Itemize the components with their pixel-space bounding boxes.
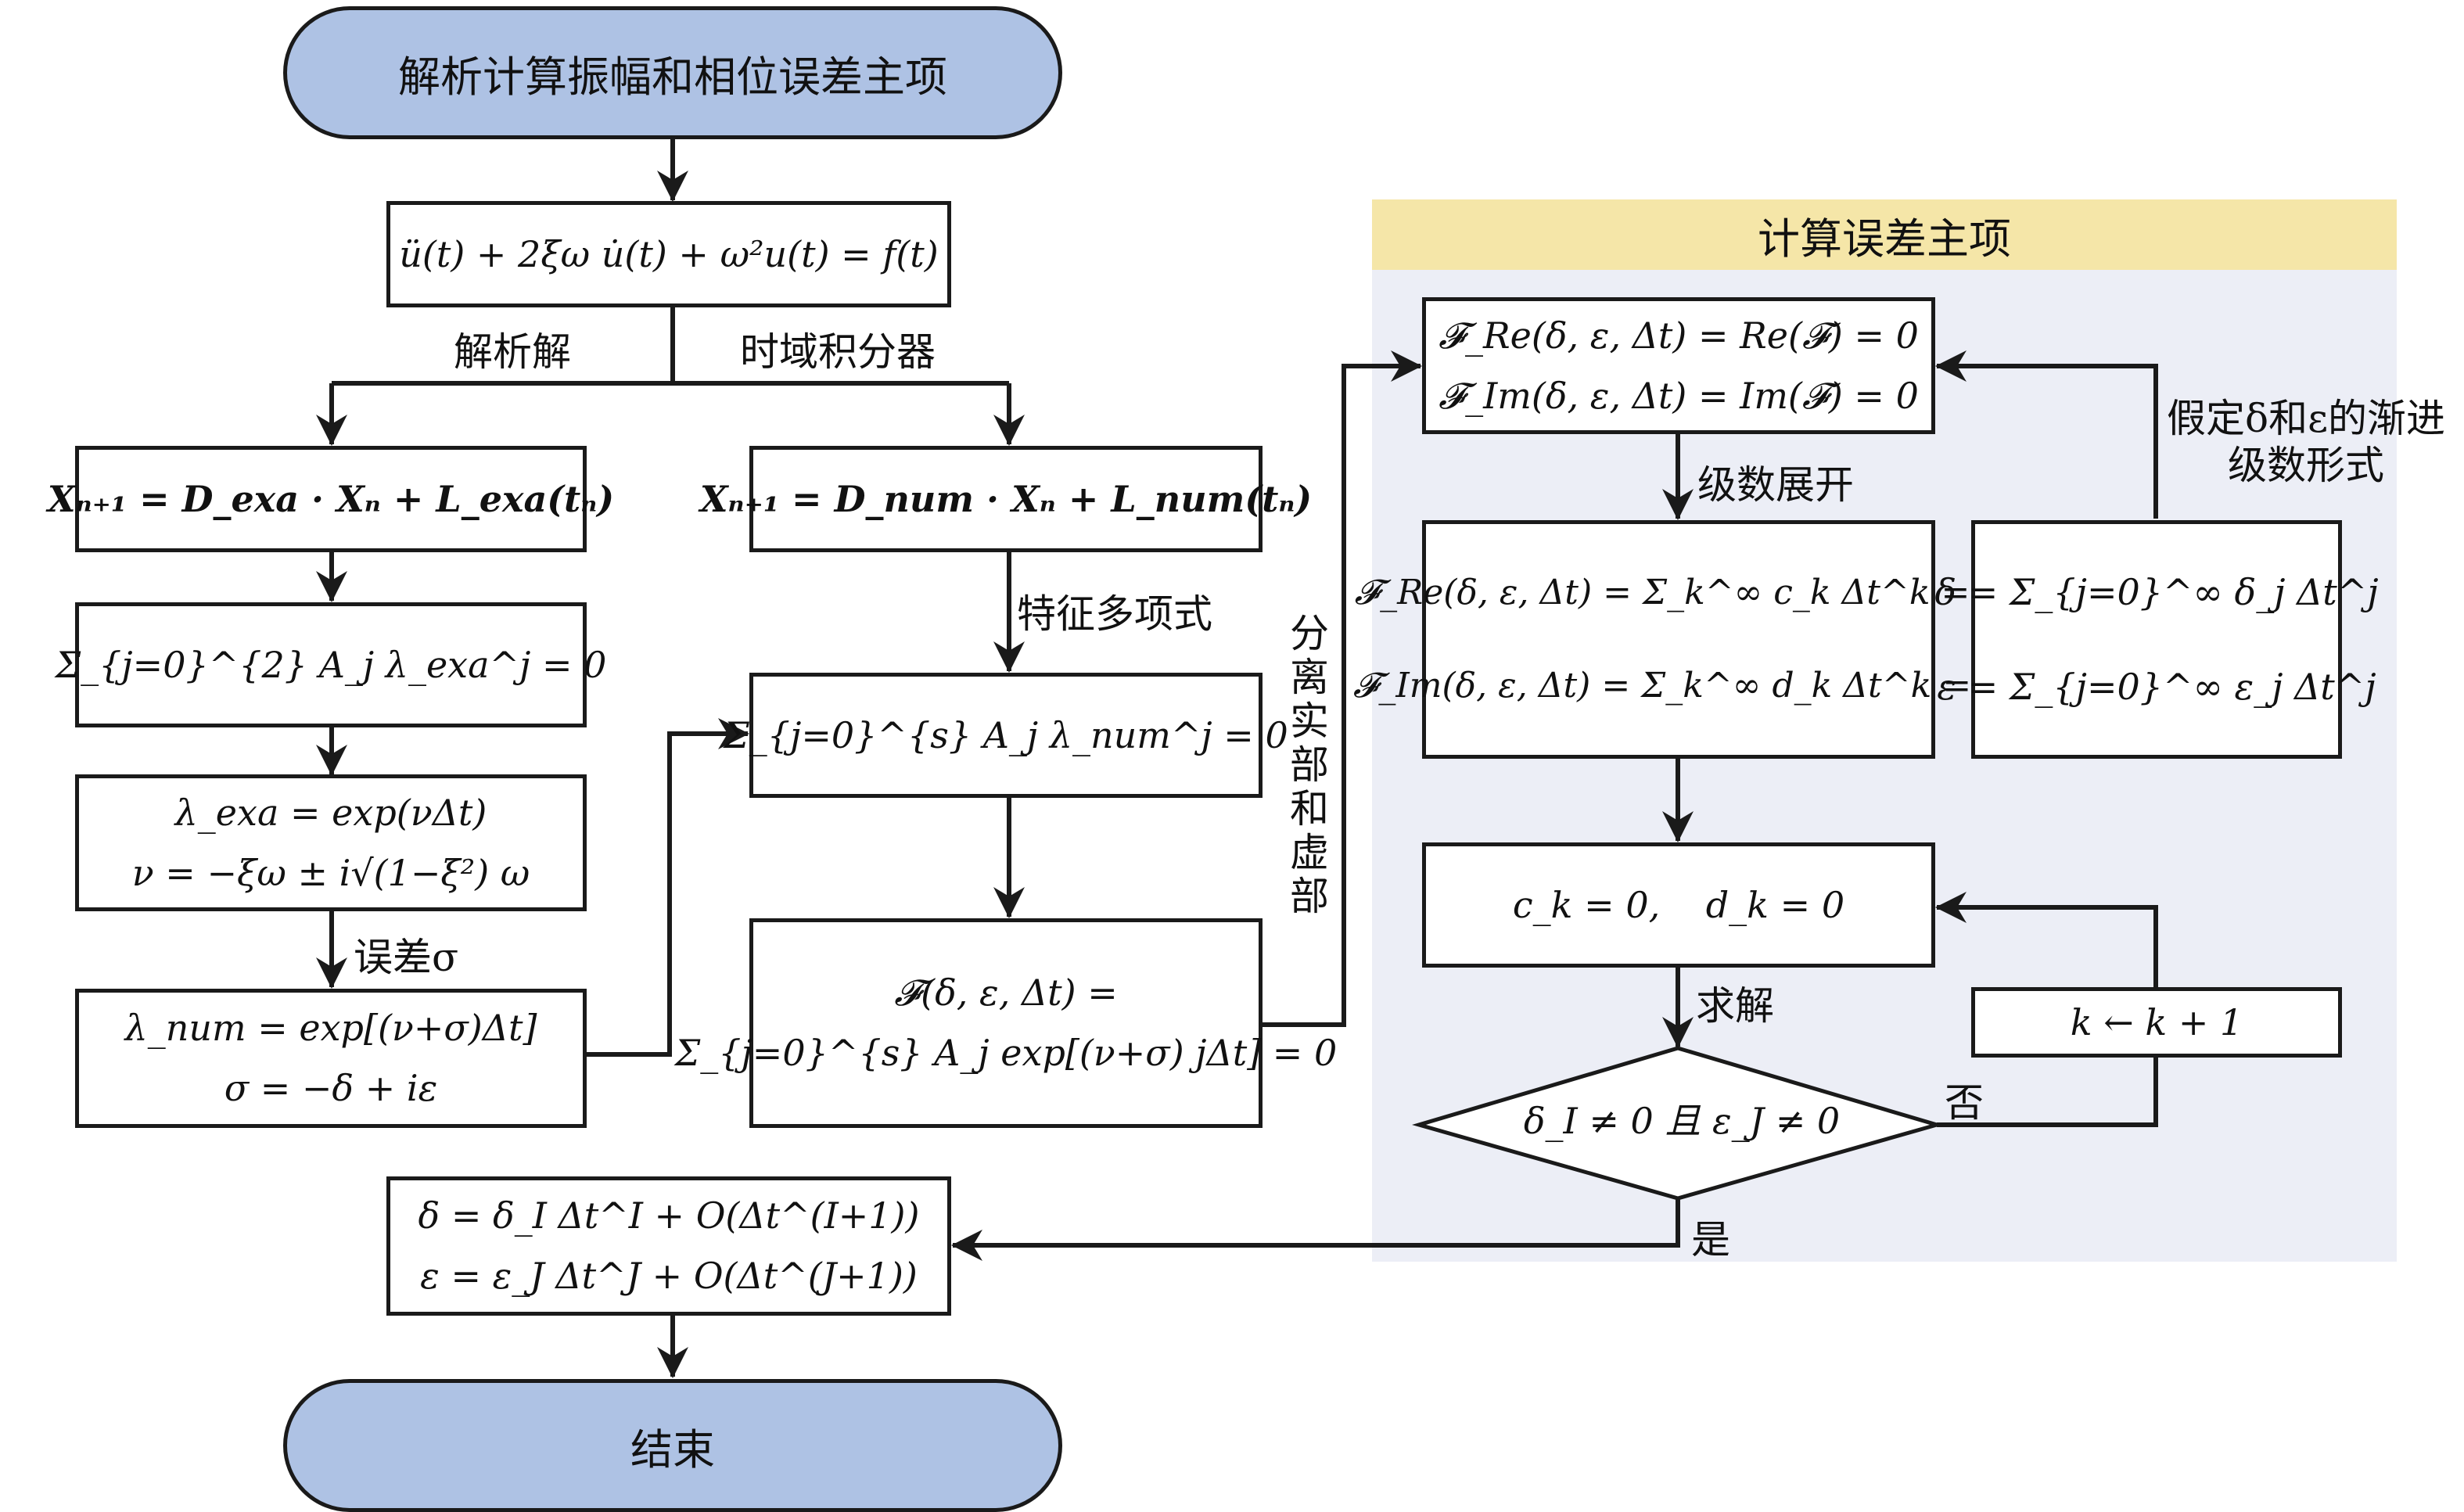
yes-label: 是 <box>1691 1217 1730 1262</box>
result-line2: ε = ε_J Δt^J + O(Δt^(J+1)) <box>420 1255 918 1297</box>
panel-series-box: 𝓕_Re(δ, ε, Δt) = Σ_k^∞ c_k Δt^k = 0 𝓕_Im… <box>1353 520 2004 759</box>
mid-F-line2: Σ_{j=0}^{s} A_j exp[(ν+σ) jΔt] = 0 <box>674 1032 1338 1074</box>
end-terminal: 结束 <box>283 1379 1062 1512</box>
error-sigma-label: 误差σ <box>354 935 459 980</box>
panel-re-im-box: 𝓕_Re(δ, ε, Δt) = Re(𝓕) = 0 𝓕_Im(δ, ε, Δt… <box>1422 297 1935 434</box>
decision-condition: δ_I ≠ 0 且 ε_J ≠ 0 <box>1523 1100 1841 1142</box>
char-poly-label: 特征多项式 <box>1017 591 1212 637</box>
left-state-equation: Xₙ₊₁ = D_exa · Xₙ + L_exa(tₙ) <box>47 477 615 520</box>
ode-box: ü(t) + 2ξω u̇(t) + ω²u(t) = f(t) <box>386 201 951 307</box>
panel-assume-box: δ = Σ_{j=0}^∞ δ_j Δt^j ε = Σ_{j=0}^∞ ε_j… <box>1934 520 2379 759</box>
left-charpoly-box: Σ_{j=0}^{2} A_j λ_exa^j = 0 <box>56 602 606 727</box>
mid-charpoly-box: Σ_{j=0}^{s} A_j λ_num^j = 0 <box>724 673 1288 798</box>
arrow-yes <box>951 1198 1680 1261</box>
mid-F-box: 𝓕(δ, ε, Δt) = Σ_{j=0}^{s} A_j exp[(ν+σ) … <box>675 918 1337 1128</box>
series-expansion-label: 级数展开 <box>1697 462 1854 508</box>
decision-diamond <box>1412 1046 1944 1201</box>
result-line1: δ = δ_I Δt^I + O(Δt^(I+1)) <box>418 1194 920 1237</box>
left-lambda-line1: λ_exa = exp(νΔt) <box>174 791 487 834</box>
branch-label-integrator: 时域积分器 <box>740 329 936 375</box>
start-terminal: 解析计算振幅和相位误差主项 <box>283 6 1062 139</box>
panel-eq-im: 𝓕_Im(δ, ε, Δt) = Im(𝓕) = 0 <box>1439 374 1919 417</box>
panel-increment-equation: k ← k + 1 <box>2070 1000 2243 1043</box>
panel-increment-box: k ← k + 1 <box>1971 987 2342 1058</box>
left-lambda-box: λ_exa = exp(νΔt) ν = −ξω ± i√(1−ξ²) ω <box>75 774 587 911</box>
mid-state-box: Xₙ₊₁ = D_num · Xₙ + L_num(tₙ) <box>700 446 1312 552</box>
no-label: 否 <box>1945 1080 1984 1126</box>
panel-delta-series: δ = Σ_{j=0}^∞ δ_j Δt^j <box>1934 570 2379 613</box>
panel-eq-re: 𝓕_Re(δ, ε, Δt) = Re(𝓕) = 0 <box>1439 314 1919 357</box>
assume-series-label: 假定δ和ε的渐进级数形式 <box>2165 395 2447 489</box>
panel-series-re: 𝓕_Re(δ, ε, Δt) = Σ_k^∞ c_k Δt^k = 0 <box>1354 573 2003 613</box>
panel-coeff-box: c_k = 0, d_k = 0 <box>1422 842 1935 968</box>
mid-state-equation: Xₙ₊₁ = D_num · Xₙ + L_num(tₙ) <box>699 477 1313 520</box>
left-num-box: λ_num = exp[(ν+σ)Δt] σ = −δ + iε <box>75 989 587 1128</box>
panel-coeff-equation: c_k = 0, d_k = 0 <box>1512 883 1845 926</box>
panel-series-im: 𝓕_Im(δ, ε, Δt) = Σ_k^∞ d_k Δt^k = 0 <box>1352 665 2005 706</box>
line-no-branch <box>1937 1050 2158 1127</box>
ode-equation: ü(t) + 2ξω u̇(t) + ω²u(t) = f(t) <box>399 232 939 275</box>
branch-label-analytic: 解析解 <box>454 329 571 375</box>
error-calc-panel-title: 计算误差主项 <box>1372 199 2397 270</box>
arrow-assume <box>1935 350 2158 519</box>
mid-charpoly-equation: Σ_{j=0}^{s} A_j λ_num^j = 0 <box>724 713 1288 756</box>
arrow-increment <box>1935 892 2158 987</box>
end-label: 结束 <box>630 1424 715 1474</box>
start-label: 解析计算振幅和相位误差主项 <box>398 52 947 102</box>
solve-label: 求解 <box>1696 983 1774 1029</box>
left-charpoly-equation: Σ_{j=0}^{2} A_j λ_exa^j = 0 <box>55 643 607 686</box>
separate-real-imag-label: 分离实部和虚部 <box>1290 611 1329 919</box>
panel-eps-series: ε = Σ_{j=0}^∞ ε_j Δt^j <box>1937 665 2376 708</box>
left-state-box: Xₙ₊₁ = D_exa · Xₙ + L_exa(tₙ) <box>48 446 614 552</box>
arrow-num-to-mid <box>585 718 749 1057</box>
left-num-line2: σ = −δ + iε <box>224 1067 438 1109</box>
mid-F-line1: 𝓕(δ, ε, Δt) = <box>894 971 1118 1015</box>
assume-series-text: 假定δ和ε的渐进级数形式 <box>2166 396 2445 488</box>
left-lambda-line2: ν = −ξω ± i√(1−ξ²) ω <box>131 851 530 894</box>
arrow-separate <box>1262 350 1422 1027</box>
result-box: δ = δ_I Δt^I + O(Δt^(I+1)) ε = ε_J Δt^J … <box>386 1176 951 1316</box>
left-num-line1: λ_num = exp[(ν+σ)Δt] <box>124 1007 537 1050</box>
